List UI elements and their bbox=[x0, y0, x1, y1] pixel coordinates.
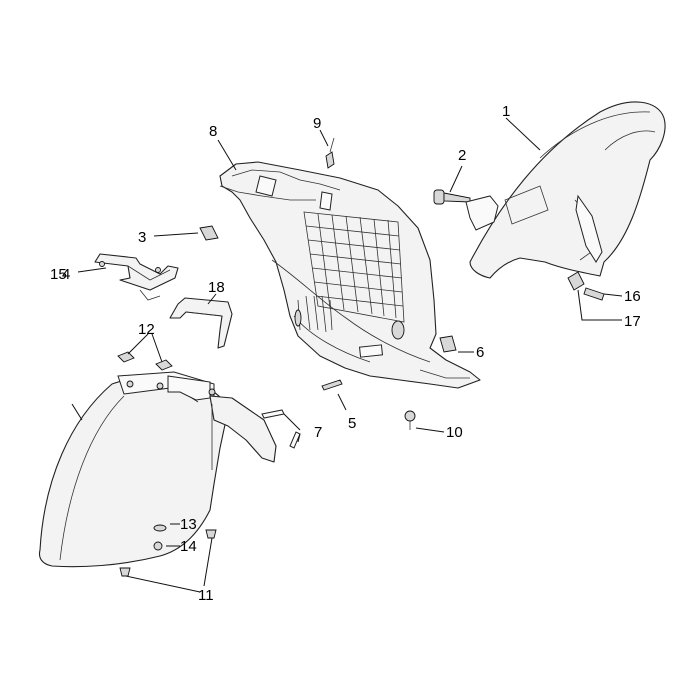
grille bbox=[303, 211, 405, 323]
part-screw-5 bbox=[321, 379, 343, 391]
callout-7: 7 bbox=[314, 424, 322, 441]
part-screw-14 bbox=[153, 541, 163, 551]
part-screws-11 bbox=[119, 529, 217, 577]
callouts: 1 2 3 4 5 6 7 8 9 10 11 12 13 14 15 16 1… bbox=[50, 103, 641, 604]
part-screw-10 bbox=[404, 410, 416, 430]
part-clip-6 bbox=[439, 335, 457, 353]
part-bracket-15 bbox=[94, 253, 179, 301]
part-clip-17 bbox=[567, 271, 585, 291]
part-nuts-12 bbox=[117, 351, 173, 371]
callout-5: 5 bbox=[348, 415, 356, 432]
callout-6: 6 bbox=[476, 344, 484, 361]
part-leg-shield-8 bbox=[219, 161, 481, 389]
leader-lines bbox=[71, 117, 623, 593]
callout-13: 13 bbox=[180, 516, 197, 533]
callout-14: 14 bbox=[180, 538, 197, 555]
callout-11: 11 bbox=[198, 587, 214, 604]
callout-4: 4 bbox=[62, 266, 70, 283]
callout-1: 1 bbox=[502, 103, 510, 120]
callout-10: 10 bbox=[446, 424, 463, 441]
callout-15: 15 bbox=[50, 266, 67, 283]
part-screw-16 bbox=[583, 287, 605, 301]
part-screw-2 bbox=[433, 189, 499, 231]
callout-9: 9 bbox=[313, 115, 321, 132]
part-clip-3 bbox=[199, 225, 219, 241]
part-rear-mudguard bbox=[469, 101, 666, 279]
callout-17: 17 bbox=[624, 313, 641, 330]
part-screw-9 bbox=[325, 137, 335, 169]
callout-18: 18 bbox=[208, 279, 225, 296]
callout-8: 8 bbox=[209, 123, 217, 140]
part-washer-13 bbox=[153, 524, 167, 532]
part-strap-18 bbox=[169, 297, 233, 349]
callout-3: 3 bbox=[138, 229, 146, 246]
callout-12: 12 bbox=[138, 321, 155, 338]
callout-16: 16 bbox=[624, 288, 641, 305]
part-front-mudguard bbox=[38, 371, 277, 568]
callout-2: 2 bbox=[458, 147, 466, 164]
